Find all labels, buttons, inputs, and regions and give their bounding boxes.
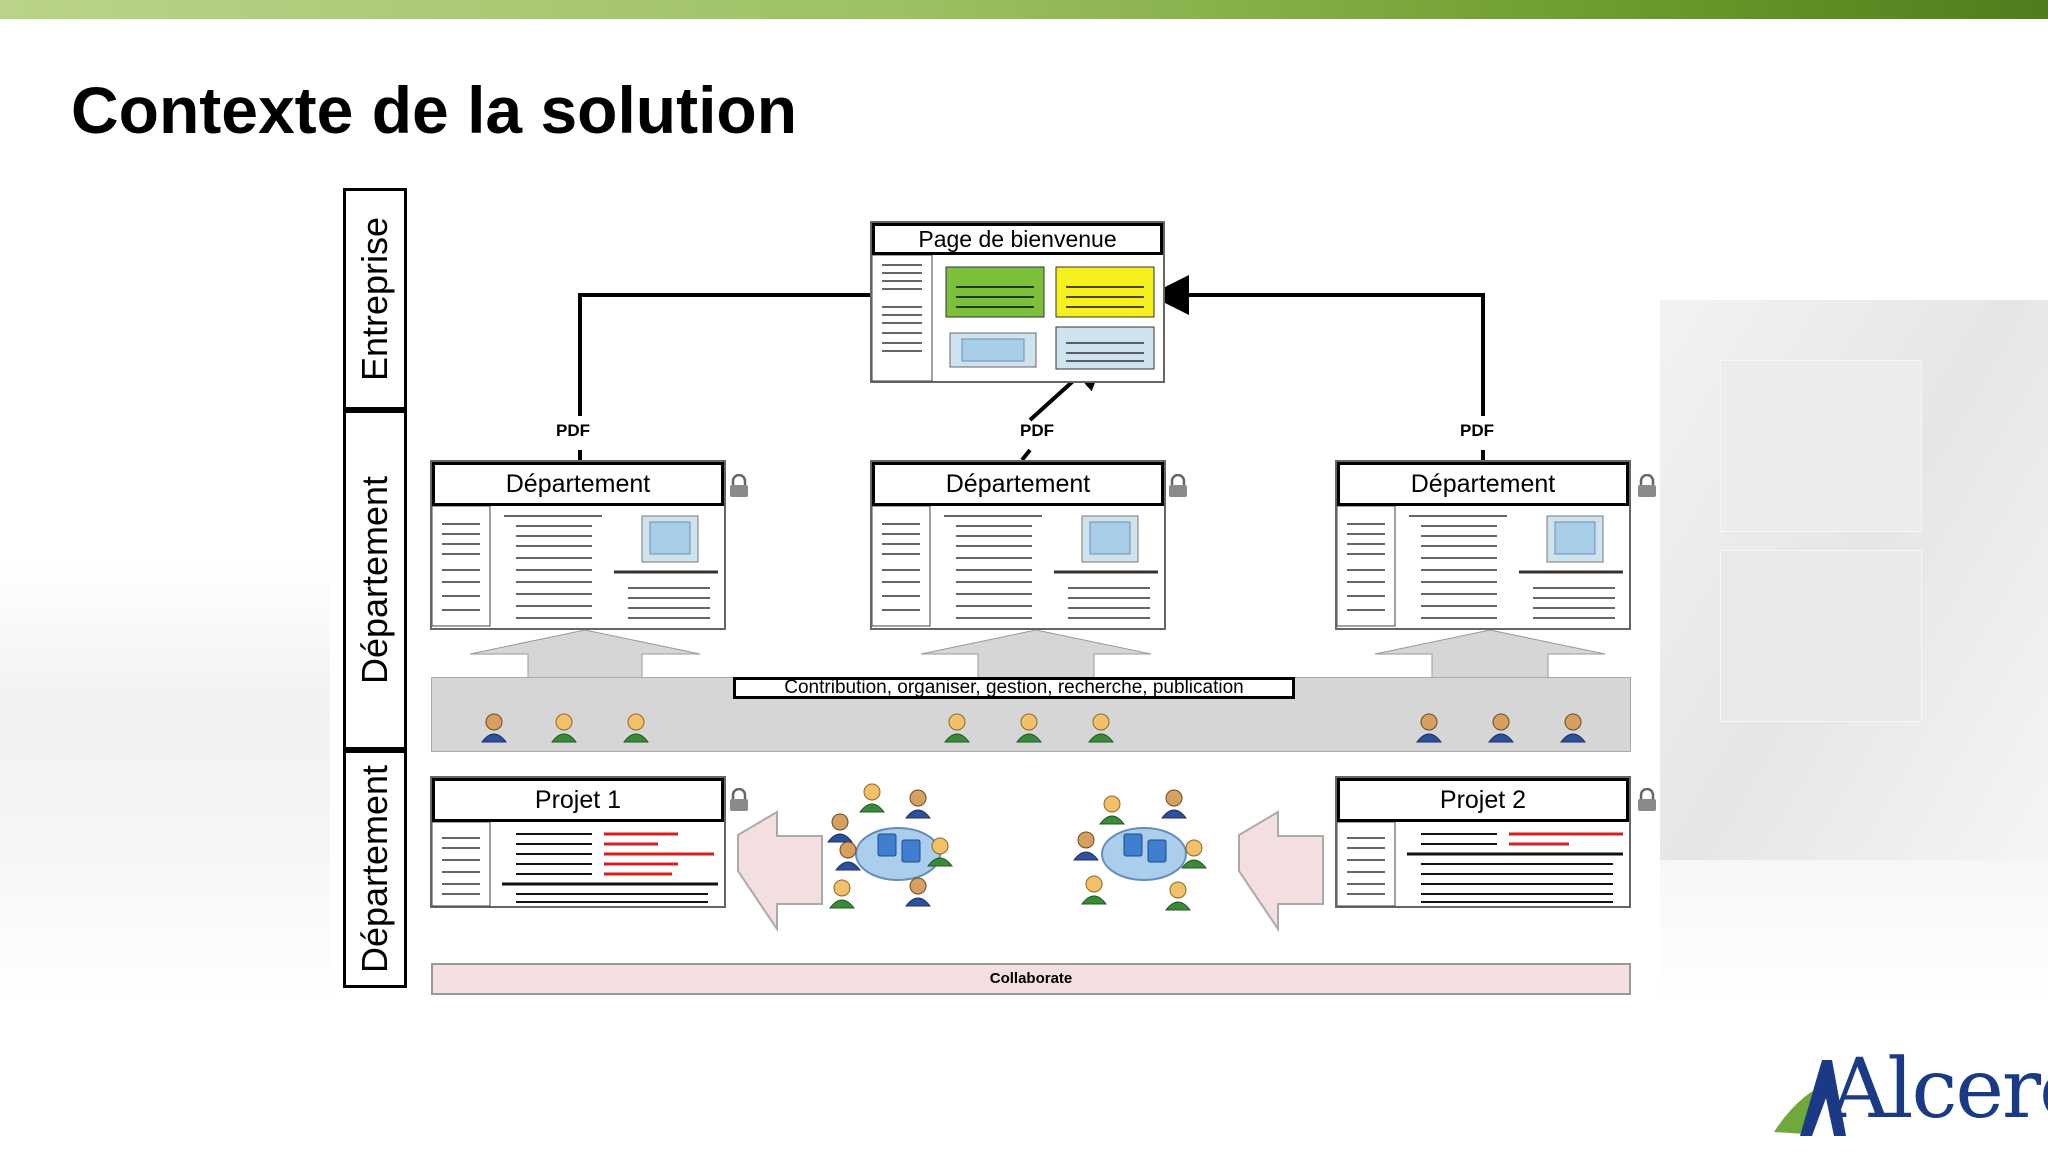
pdf-label-3: PDF — [1460, 421, 1494, 440]
department-card-3: Département — [1335, 460, 1631, 630]
solution-diagram: Entreprise Département Département — [330, 188, 1660, 1003]
logo-text: Alcero — [1830, 1042, 2048, 1137]
contribution-band-label: Contribution, organiser, gestion, recher… — [733, 677, 1295, 699]
alcero-logo: Alcero — [1770, 1040, 2048, 1140]
department-layout — [872, 506, 1158, 627]
arrow-right-to-welcome — [1149, 275, 1485, 416]
blue-widget — [1055, 326, 1155, 370]
user-icon — [623, 713, 649, 743]
pdf-label-1: PDF — [556, 421, 590, 440]
department-title: Département — [432, 462, 724, 506]
pdf-label-2: PDF — [1020, 421, 1054, 440]
logo-swoosh-icon — [1774, 1060, 1846, 1136]
project-layout — [1337, 822, 1623, 907]
department-layout — [1337, 506, 1623, 627]
arrow-left-to-welcome — [578, 275, 955, 416]
user-icon — [1488, 713, 1514, 743]
collab-arrows — [737, 810, 1324, 933]
department-title: Département — [1337, 462, 1629, 506]
collaboration-network-icon — [1073, 789, 1207, 911]
user-icon — [1088, 713, 1114, 743]
lane-departement-projects: Département — [343, 750, 407, 988]
welcome-page-card: Page de bienvenue — [870, 221, 1165, 383]
collaborate-band: Collaborate — [431, 963, 1631, 995]
user-icon — [1416, 713, 1442, 743]
background-cubes — [1650, 300, 2048, 860]
welcome-page-title: Page de bienvenue — [872, 223, 1163, 255]
project-title: Projet 1 — [432, 778, 724, 822]
department-card-2: Département — [870, 460, 1166, 630]
connector-lines — [469, 275, 1606, 933]
department-layout — [432, 506, 718, 627]
lane-entreprise: Entreprise — [343, 188, 407, 410]
project-card-2: Projet 2 — [1335, 776, 1631, 908]
lock-icon — [730, 788, 748, 811]
lane-departement: Département — [343, 410, 407, 750]
project-card-1: Projet 1 — [430, 776, 726, 908]
department-title: Département — [872, 462, 1164, 506]
green-widget — [945, 266, 1045, 318]
collaboration-network-icon — [827, 783, 953, 909]
user-icon — [1560, 713, 1586, 743]
user-icon — [481, 713, 507, 743]
lock-icon — [1638, 474, 1656, 497]
user-icon — [944, 713, 970, 743]
welcome-page-layout — [872, 255, 1155, 382]
user-icon — [551, 713, 577, 743]
lock-icon — [1638, 788, 1656, 811]
project-layout — [432, 822, 718, 907]
project-title: Projet 2 — [1337, 778, 1629, 822]
user-icon — [1016, 713, 1042, 743]
lock-icon — [730, 474, 748, 497]
user-icons-row — [481, 713, 1586, 743]
up-arrows — [469, 629, 1606, 679]
slide-title: Contexte de la solution — [71, 73, 798, 147]
lock-icon — [1169, 474, 1187, 497]
yellow-widget — [1055, 266, 1155, 318]
top-accent-bar — [0, 0, 2048, 19]
department-card-1: Département — [430, 460, 726, 630]
